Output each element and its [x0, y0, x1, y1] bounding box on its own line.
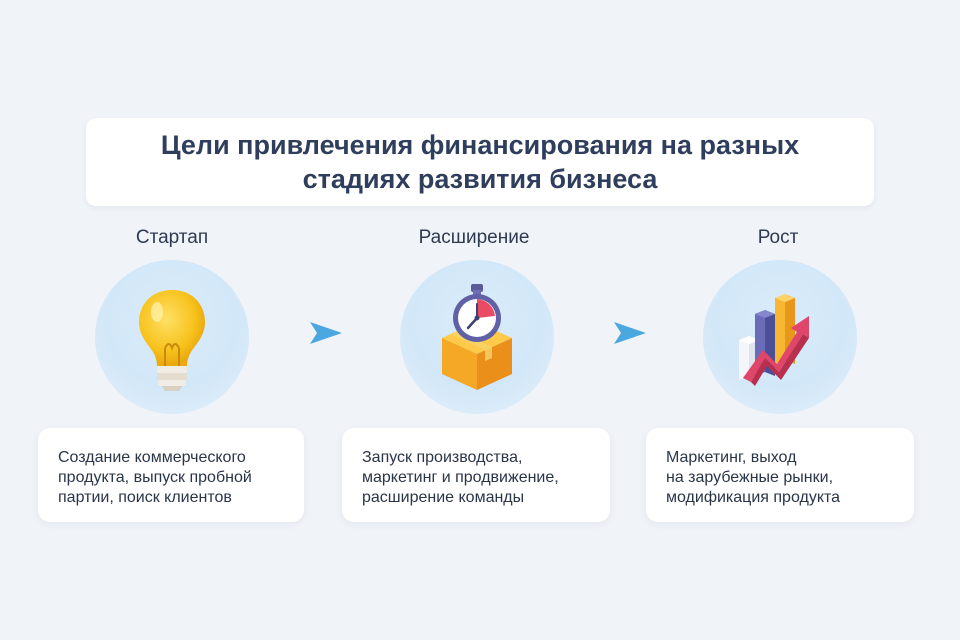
card-line: Создание коммерческого	[58, 449, 246, 466]
card-line: Маркетинг, выход	[666, 449, 797, 466]
stage-circle-growth	[703, 260, 857, 414]
title-line-2: стадиях развития бизнеса	[302, 164, 658, 194]
stage-card-growth: Маркетинг, выход на зарубежные рынки, мо…	[646, 428, 914, 522]
stage-startup: Стартап Создание коммерческого продукта,…	[38, 226, 310, 526]
card-line: Запуск производства,	[362, 449, 523, 466]
stage-circle-startup	[95, 260, 249, 414]
card-line: маркетинг и продвижение,	[362, 469, 559, 486]
title-box: Цели привлечения финансирования на разны…	[86, 118, 874, 206]
card-line: партии, поиск клиентов	[58, 489, 232, 506]
card-line: модификация продукта	[666, 489, 841, 506]
stage-card-expansion: Запуск производства, маркетинг и продвиж…	[342, 428, 610, 522]
card-line: продукта, выпуск пробной	[58, 469, 252, 486]
arrow-right-icon	[310, 322, 342, 344]
stage-card-startup: Создание коммерческого продукта, выпуск …	[38, 428, 304, 522]
lightbulb-icon	[139, 290, 205, 391]
stage-expansion: Расширение Запуск производства, маркетин…	[342, 226, 614, 526]
stage-growth: Рост Маркетинг, выход на зарубежные рынк…	[646, 226, 918, 526]
arrow-right-icon	[614, 322, 646, 344]
card-line: на зарубежные рынки,	[666, 469, 834, 486]
title-line-1: Цели привлечения финансирования на разны…	[160, 130, 800, 160]
stage-label-startup: Стартап	[135, 227, 209, 248]
stage-circle-expansion	[400, 260, 554, 414]
stage-label-expansion: Расширение	[418, 227, 530, 248]
card-line: расширение команды	[362, 489, 525, 506]
stage-label-growth: Рост	[757, 227, 799, 248]
growth-chart-icon	[739, 294, 809, 386]
stopwatch-box-icon	[442, 284, 512, 390]
